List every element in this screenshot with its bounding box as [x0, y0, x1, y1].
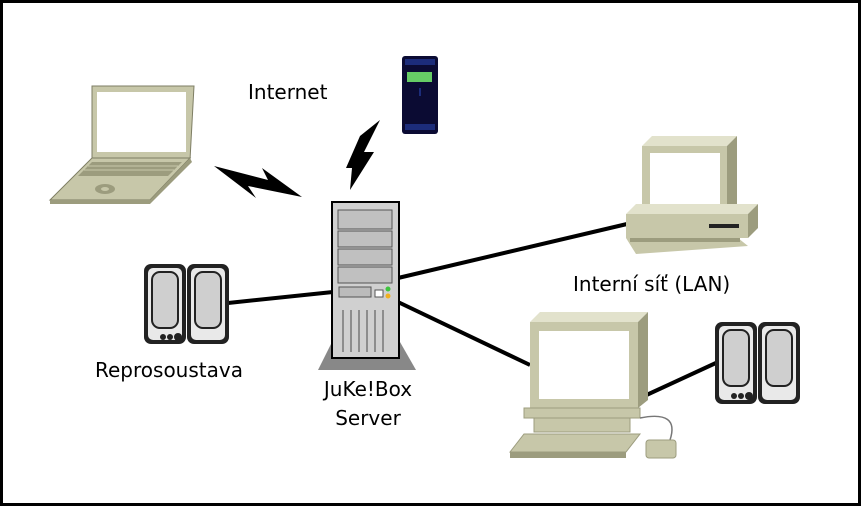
- link-server-lan-desktop: [397, 222, 628, 280]
- lan-label: Interní síť (LAN): [573, 272, 731, 296]
- desktop-computer-icon: [626, 136, 758, 254]
- server-label-line2: Server: [335, 406, 401, 430]
- speakers-icon: [144, 264, 229, 344]
- link-client-speakers: [639, 360, 719, 400]
- laptop-icon: [48, 85, 195, 204]
- link-server-client-pc: [397, 300, 531, 367]
- tower-server-icon: [318, 201, 416, 370]
- server-label-line1: JuKe!Box: [323, 377, 413, 401]
- speakers-icon: [715, 322, 800, 404]
- desktop-computer-icon: [508, 312, 677, 459]
- link-server-speakers: [227, 290, 334, 305]
- internet-label: Internet: [248, 80, 328, 104]
- connections: [227, 222, 719, 400]
- lightning-bolt-icon: [214, 166, 302, 198]
- lightning-bolt-icon: [346, 120, 380, 190]
- rack-server-icon: [402, 56, 438, 134]
- speakers-label: Reprosoustava: [95, 358, 243, 382]
